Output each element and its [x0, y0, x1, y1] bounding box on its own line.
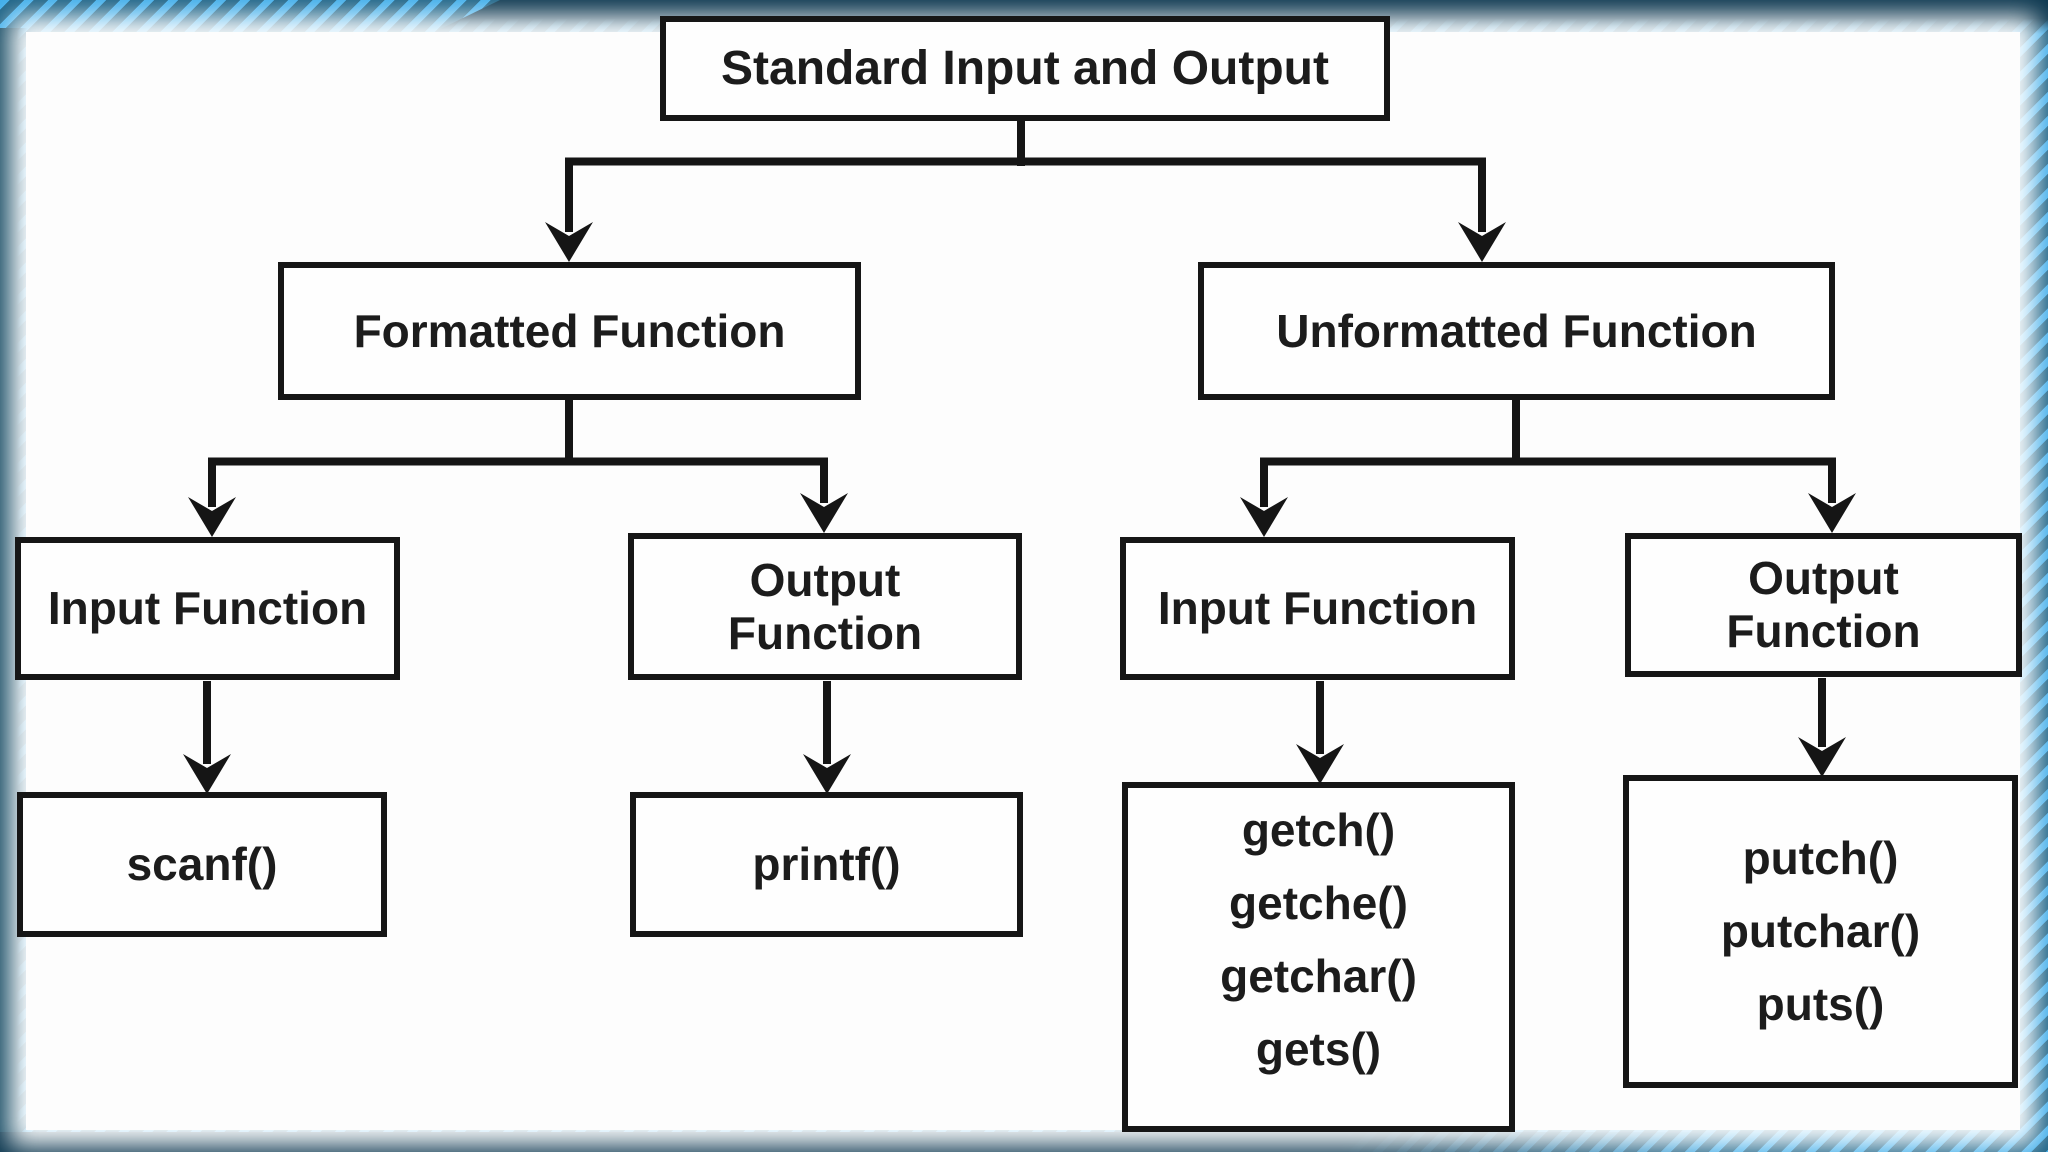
- node-label: Input Function: [1157, 582, 1478, 635]
- function-name: getchar(): [1220, 950, 1417, 1002]
- function-name: putchar(): [1720, 905, 1921, 957]
- node-standard-input-output: Standard Input and Output: [660, 16, 1390, 121]
- function-name: gets(): [1255, 1023, 1382, 1075]
- node-scanf: scanf(): [17, 792, 387, 937]
- function-name: puts(): [1756, 978, 1885, 1030]
- node-label: Output Function: [727, 553, 923, 659]
- node-label: Output Function: [1726, 552, 1921, 657]
- node-unformatted-input-functions-list: getch() getche() getchar() gets(): [1122, 782, 1515, 1132]
- node-printf: printf(): [630, 792, 1023, 937]
- function-name: getch(): [1241, 804, 1396, 856]
- function-name: scanf(): [126, 838, 278, 891]
- node-label: Formatted Function: [353, 304, 786, 357]
- node-formatted-input-function: Input Function: [15, 537, 400, 680]
- node-unformatted-function: Unformatted Function: [1198, 262, 1835, 400]
- frame-bottom-bar: [0, 1132, 1721, 1152]
- node-label: Standard Input and Output: [721, 41, 1329, 95]
- node-formatted-output-function: Output Function: [628, 533, 1022, 680]
- node-unformatted-output-functions-list: putch() putchar() puts(): [1623, 775, 2018, 1088]
- function-name: getche(): [1229, 877, 1408, 929]
- node-label: Unformatted Function: [1276, 304, 1757, 357]
- function-name: putch(): [1742, 832, 1899, 884]
- node-unformatted-input-function: Input Function: [1120, 537, 1515, 680]
- node-label: Input Function: [47, 582, 368, 635]
- function-name: printf(): [752, 838, 901, 891]
- node-unformatted-output-function: Output Function: [1625, 533, 2022, 677]
- node-formatted-function: Formatted Function: [278, 262, 861, 400]
